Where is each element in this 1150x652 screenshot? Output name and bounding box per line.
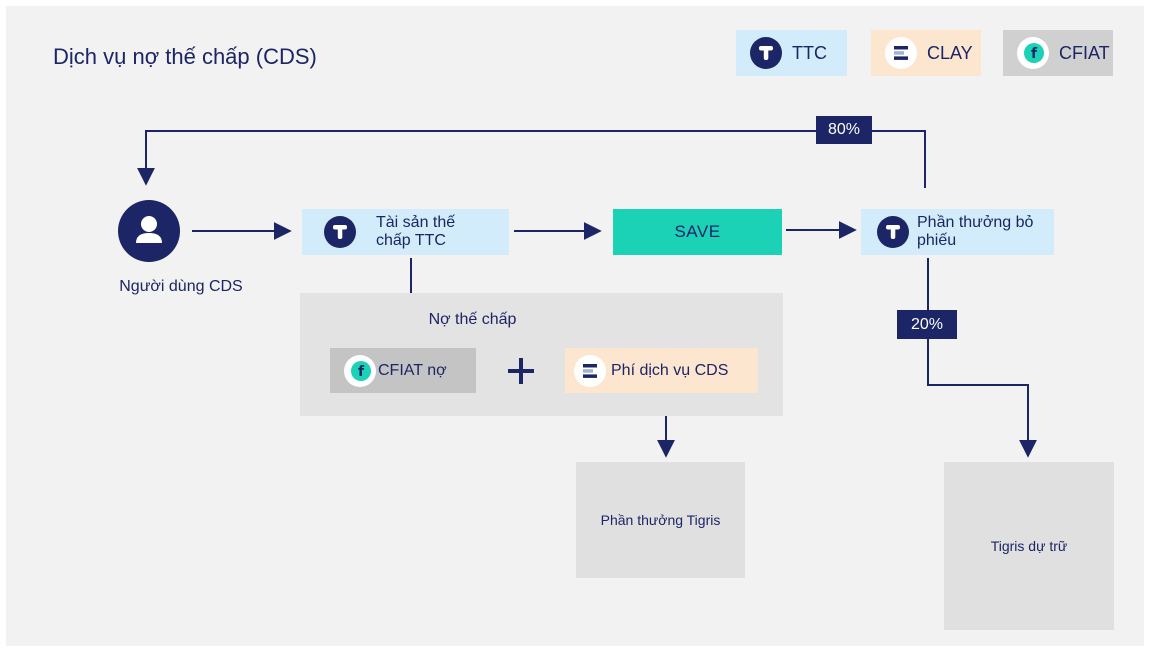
user-avatar xyxy=(118,200,180,262)
node-label: Phần thưởng bỏ phiếu xyxy=(917,214,1034,249)
node-cds-fee: Phí dịch vụ CDS xyxy=(565,348,758,393)
legend-label: CFIAT xyxy=(1059,42,1110,63)
ttc-token-icon xyxy=(750,37,782,69)
node-ttc-collateral: Tài sản thế chấp TTC xyxy=(302,209,509,255)
node-label: Tài sản thế chấp TTC xyxy=(376,214,456,249)
node-voting-reward: Phần thưởng bỏ phiếu xyxy=(861,209,1054,255)
split-20-badge: 20% xyxy=(897,310,957,339)
page-title: Dịch vụ nợ thế chấp (CDS) xyxy=(53,44,317,69)
ttc-token-icon xyxy=(877,216,909,248)
svg-text:f: f xyxy=(358,364,365,380)
svg-text:f: f xyxy=(1031,46,1038,62)
legend-ttc: TTC xyxy=(736,30,847,76)
arrow-reward-back-to-user xyxy=(137,130,926,188)
node-tigris-reward: Phần thưởng Tigris xyxy=(576,462,745,578)
cfiat-token-icon: f xyxy=(344,354,376,387)
node-tigris-reserve: Tigris dự trữ xyxy=(944,462,1114,630)
user-label: Người dùng CDS xyxy=(119,278,243,295)
node-save: SAVE xyxy=(613,209,782,255)
ttc-token-icon xyxy=(324,216,356,248)
legend-clay: CLAY xyxy=(871,30,981,76)
legend-cfiat: f CFIAT xyxy=(1003,30,1113,76)
clay-token-icon xyxy=(574,354,606,387)
user-icon xyxy=(136,216,162,243)
legend-label: CLAY xyxy=(927,42,973,63)
arrow-reward-to-reserve xyxy=(927,258,1037,458)
legend-label: TTC xyxy=(792,42,827,63)
node-cfiat-debt: f CFIAT nợ xyxy=(330,348,476,393)
plus-icon xyxy=(500,350,542,392)
node-label: Phí dịch vụ CDS xyxy=(611,361,729,379)
cfiat-token-icon: f xyxy=(1017,37,1049,69)
split-80-badge: 80% xyxy=(816,116,872,144)
group-title: Nợ thế chấp xyxy=(428,311,517,328)
clay-token-icon xyxy=(885,37,917,69)
node-label: CFIAT nợ xyxy=(378,361,447,379)
